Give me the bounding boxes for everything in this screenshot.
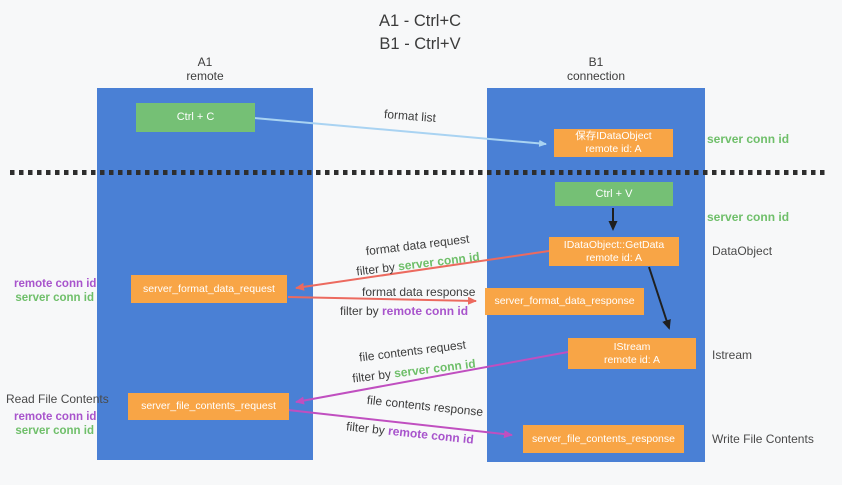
filter-by-text: filter by bbox=[355, 259, 399, 279]
diagram-title: A1 - Ctrl+C B1 - Ctrl+V bbox=[300, 10, 540, 56]
left-column-header: A1 remote bbox=[97, 55, 313, 83]
read-file-contents-annotation: Read File Contents bbox=[6, 392, 109, 406]
server-format-data-request-box: server_format_data_request bbox=[131, 275, 287, 303]
server-format-data-response-label: server_format_data_response bbox=[494, 295, 635, 307]
ctrl-v-label: Ctrl + V bbox=[595, 187, 633, 200]
server-format-data-request-label: server_format_data_request bbox=[143, 282, 275, 295]
format-response-filter-label: filter by remote conn id bbox=[340, 304, 469, 318]
getdata-line1: IDataObject::GetData bbox=[563, 238, 665, 251]
filter-by-text: filter by bbox=[340, 304, 383, 318]
remote-conn-id-text: remote conn id bbox=[14, 411, 97, 423]
ctrl-c-label: Ctrl + C bbox=[176, 111, 215, 123]
right-column-header: B1 connection bbox=[487, 55, 705, 83]
istream-annotation: Istream bbox=[712, 348, 753, 362]
server-file-contents-request-label: server_file_contents_request bbox=[141, 400, 276, 412]
server-conn-id-text: server conn id bbox=[393, 356, 477, 381]
left-column-role: remote bbox=[186, 69, 224, 83]
title-line-2: B1 - Ctrl+V bbox=[379, 35, 461, 53]
server-conn-id-text: server conn id bbox=[397, 249, 481, 274]
remote-conn-id-text: remote conn id bbox=[14, 278, 97, 290]
format-data-response-label: format data response bbox=[362, 285, 476, 299]
istream-line1: IStream bbox=[613, 340, 651, 353]
filter-by-text: filter by bbox=[345, 419, 389, 438]
getdata-line2: remote id: A bbox=[585, 251, 643, 264]
left-column-name: A1 bbox=[197, 55, 213, 69]
server-conn-id-text: server conn id bbox=[15, 425, 94, 437]
getdata-box: IDataObject::GetData remote id: A bbox=[549, 237, 679, 266]
server-format-data-response-box: server_format_data_response bbox=[485, 288, 644, 315]
write-file-contents-annotation: Write File Contents bbox=[712, 432, 814, 446]
server-file-contents-request-box: server_file_contents_request bbox=[128, 393, 289, 420]
server-conn-id-annotation-mid: server conn id bbox=[707, 210, 790, 224]
istream-line2: remote id: A bbox=[603, 353, 661, 366]
save-idataobject-line1: 保存IDataObject bbox=[575, 130, 652, 142]
ctrl-v-box: Ctrl + V bbox=[555, 182, 673, 206]
machine-boundary-dotted-line bbox=[10, 170, 826, 175]
filter-by-text: filter by bbox=[351, 366, 395, 386]
ctrl-c-box: Ctrl + C bbox=[136, 103, 255, 132]
remote-conn-id-text: remote conn id bbox=[382, 304, 469, 318]
title-line-1: A1 - Ctrl+C bbox=[378, 12, 462, 30]
file-response-filter-label: filter by remote conn id bbox=[345, 419, 476, 447]
file-request-conn-ids: remote conn id server conn id bbox=[14, 410, 97, 438]
file-contents-response-label: file contents response bbox=[366, 392, 484, 420]
save-idataobject-box: 保存IDataObject remote id: A bbox=[554, 129, 673, 157]
server-file-contents-response-label: server_file_contents_response bbox=[531, 432, 675, 445]
server-conn-id-annotation-top: server conn id bbox=[707, 132, 790, 146]
server-file-contents-response-box: server_file_contents_response bbox=[523, 425, 684, 453]
remote-conn-id-text: remote conn id bbox=[387, 423, 475, 447]
format-list-label: format list bbox=[383, 106, 437, 126]
save-idataobject-line2: remote id: A bbox=[585, 143, 642, 155]
dataobject-annotation: DataObject bbox=[712, 244, 773, 258]
right-column-role: connection bbox=[566, 69, 626, 83]
istream-box: IStream remote id: A bbox=[568, 338, 696, 369]
server-conn-id-text: server conn id bbox=[15, 292, 94, 304]
right-column-name: B1 bbox=[588, 55, 604, 69]
format-request-conn-ids: remote conn id server conn id bbox=[14, 277, 97, 305]
